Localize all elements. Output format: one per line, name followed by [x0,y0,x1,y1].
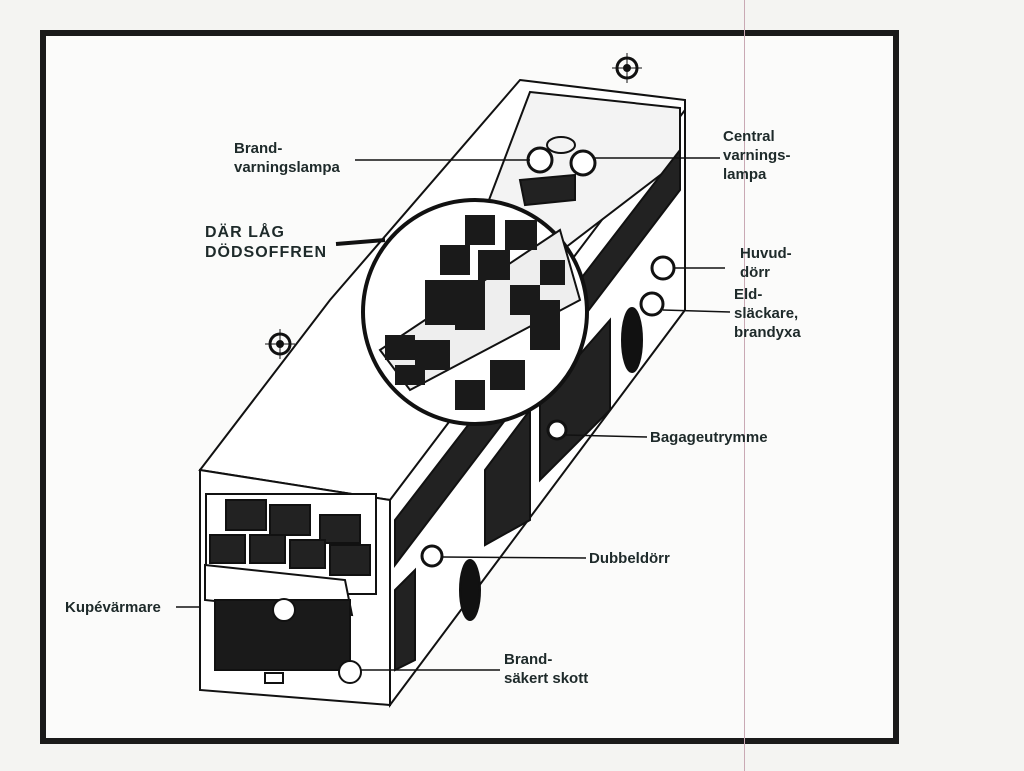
label-central-varningslampa: Central varnings- lampa [723,128,791,183]
registration-mark-icon [265,329,295,359]
label-huvuddorr: Huvud- dörr [740,245,792,281]
label-dodsoffren: DÄR LÅG DÖDSOFFREN [205,224,327,261]
leader-lines [176,157,731,671]
label-brand-varningslampa: Brand- varningslampa [234,140,340,176]
registration-mark-icon [612,53,642,83]
label-bagageutrymme: Bagageutrymme [650,429,768,446]
photo-crease [744,0,745,771]
label-dubbeldorr: Dubbeldörr [589,550,670,567]
warning-lamp-icon [518,136,597,207]
magnifier-circle [361,198,589,426]
label-eldslackare: Eld- släckare, brandyxa [734,286,801,341]
label-kupevarmare: Kupévärmare [65,599,161,616]
label-brandsakert-skott: Brand- säkert skott [504,651,589,687]
